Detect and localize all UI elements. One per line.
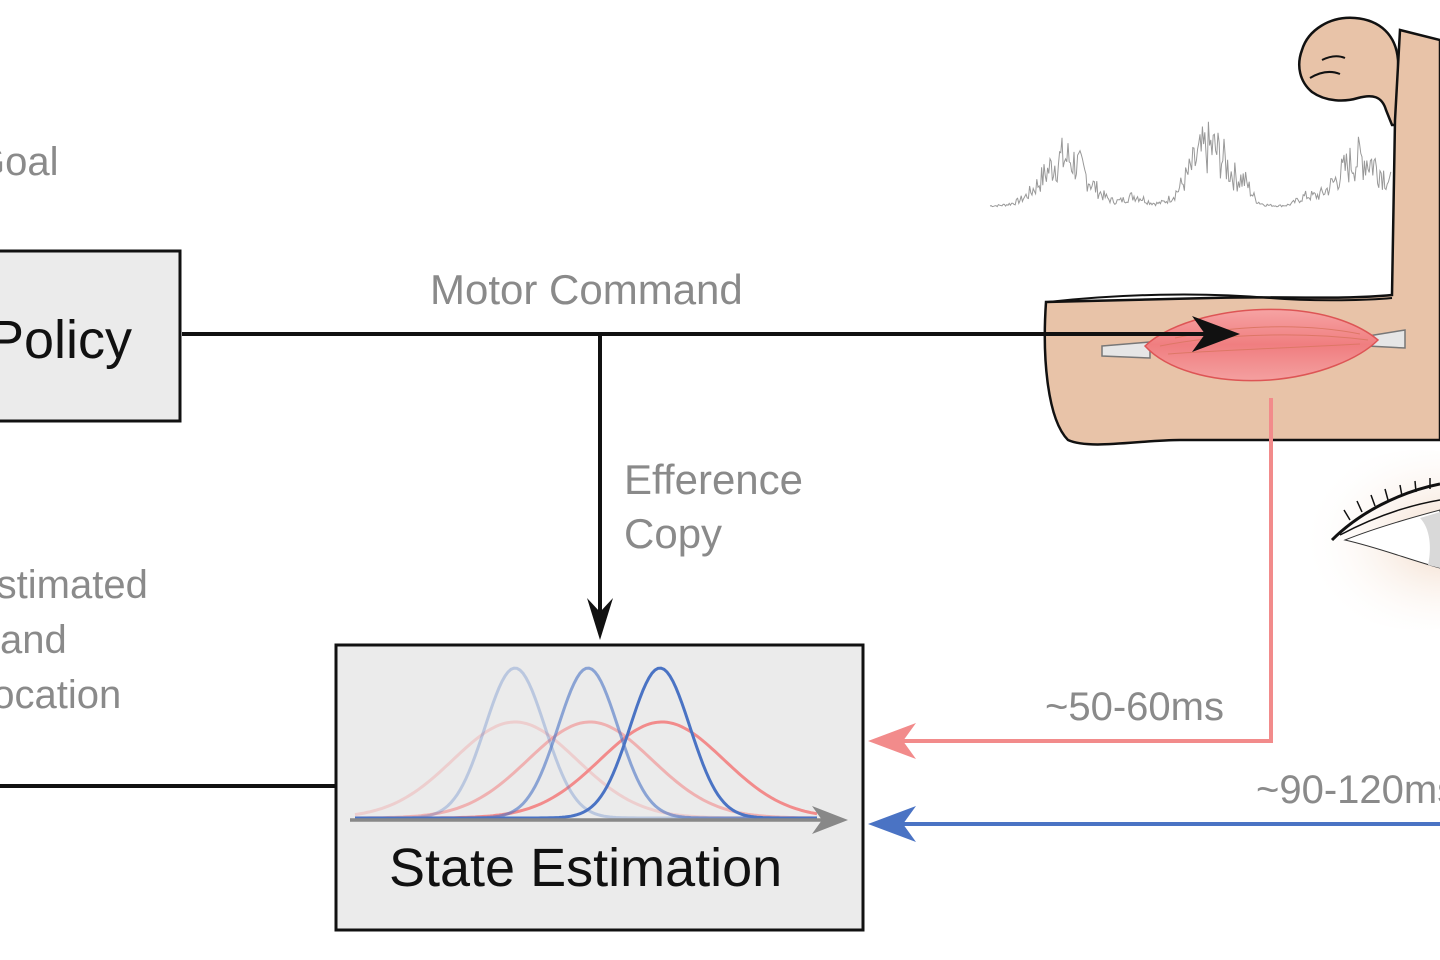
state-axis-arrow xyxy=(350,806,848,834)
motor-command-arrow xyxy=(182,316,1240,352)
state-estimation-label: State Estimation xyxy=(389,838,782,898)
estimated-label-line1: Estimated xyxy=(0,563,148,607)
state-estimation-box xyxy=(334,643,865,932)
belief-curve xyxy=(355,666,817,820)
estimated-label-line3: Location xyxy=(0,673,121,717)
motor-command-label: Motor Command xyxy=(430,266,743,313)
estimated-label-line2: and xyxy=(0,618,67,662)
visual-delay-label: ~90-120ms xyxy=(1256,768,1440,812)
policy-label: Policy xyxy=(0,310,132,370)
efference-copy-label-line2: Copy xyxy=(624,510,722,557)
emg-signal-icon xyxy=(989,121,1392,208)
policy-box xyxy=(0,249,182,423)
efference-copy-arrow xyxy=(587,334,613,640)
emg-trace xyxy=(989,121,1392,208)
eye-icon xyxy=(1300,450,1440,630)
visual-feedback-arrow xyxy=(868,806,1440,842)
belief-distributions xyxy=(354,666,818,820)
proprioceptive-delay-label: ~50-60ms xyxy=(1045,685,1224,729)
efference-copy-label-line1: Efference xyxy=(624,456,803,503)
goal-label: Goal xyxy=(0,140,59,184)
proprioceptive-feedback-arrow xyxy=(868,398,1273,759)
